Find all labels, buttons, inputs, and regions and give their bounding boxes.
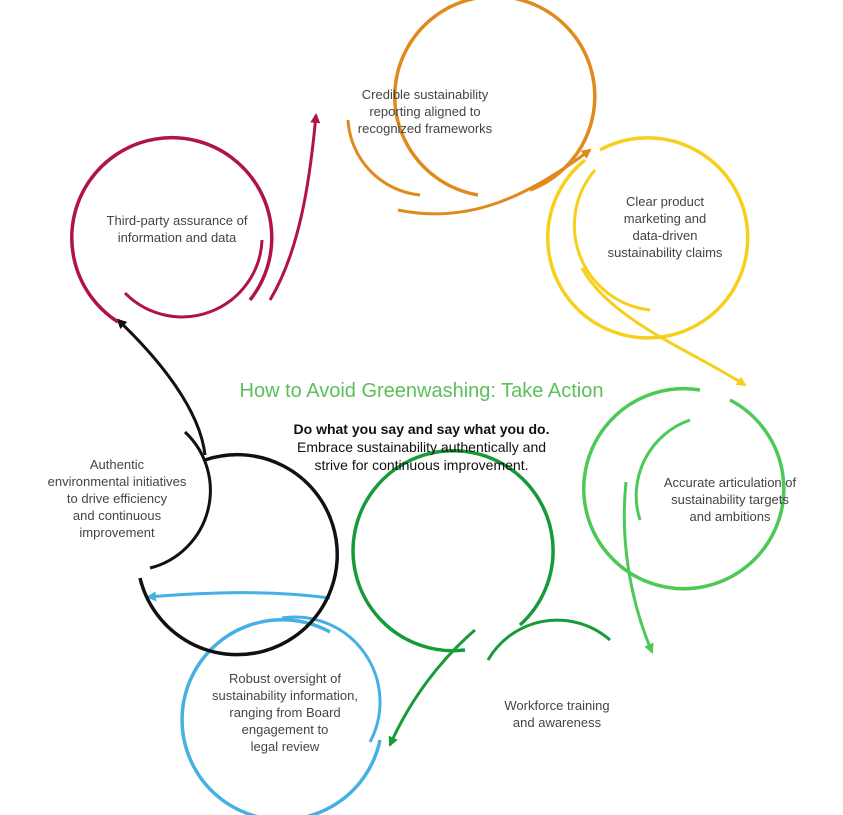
label-line: sustainability targets xyxy=(671,492,789,507)
marketing-inner-arc xyxy=(572,169,651,312)
label-line: to drive efficiency xyxy=(66,491,168,506)
label-line: Accurate articulation of xyxy=(663,475,797,490)
label-line: legal review xyxy=(250,739,320,754)
assurance-inner-arc xyxy=(123,239,264,319)
label-line: sustainability information, xyxy=(212,688,358,703)
marketing-circle xyxy=(546,136,750,340)
workforce-arrow xyxy=(388,628,476,747)
label-oversight: Robust oversight of sustainability infor… xyxy=(185,670,385,755)
label-line: Third-party assurance of xyxy=(106,213,248,228)
label-targets: Accurate articulation of sustainability … xyxy=(640,474,820,525)
oversight-arrow xyxy=(146,591,331,602)
node-oversight xyxy=(146,591,382,815)
node-targets xyxy=(582,386,786,654)
marketing-arrow xyxy=(580,267,747,387)
node-reporting xyxy=(346,0,597,216)
body-line: strive for continuous improvement. xyxy=(314,457,529,473)
node-initiatives xyxy=(116,318,339,657)
assurance-arrow xyxy=(268,113,321,301)
diagram-title: How to Avoid Greenwashing: Take Action xyxy=(239,380,604,402)
label-line: Robust oversight of xyxy=(228,671,341,686)
label-line: and ambitions xyxy=(689,509,771,524)
reporting-inner-arc xyxy=(346,119,421,197)
body-line: Embrace sustainability authentically and xyxy=(296,439,547,455)
initiatives-circle xyxy=(138,452,339,657)
label-workforce: Workforce training and awareness xyxy=(472,697,642,731)
label-line: ranging from Board xyxy=(229,705,341,720)
label-line: data-driven xyxy=(632,228,698,243)
tagline: Do what you say and say what you do. xyxy=(293,421,550,437)
label-line: Authentic xyxy=(89,457,145,472)
label-line: improvement xyxy=(79,525,155,540)
workforce-circle xyxy=(351,448,555,653)
oversight-inner-arc xyxy=(281,615,382,743)
label-line: Workforce training xyxy=(504,698,610,713)
targets-arrow xyxy=(622,481,654,654)
reporting-arrow xyxy=(397,148,592,216)
oversight-circle xyxy=(180,618,382,815)
label-line: marketing and xyxy=(623,211,707,226)
label-line: sustainability claims xyxy=(607,245,723,260)
targets-circle xyxy=(582,386,786,591)
workforce-inner-arc xyxy=(486,618,611,661)
initiatives-inner-arc xyxy=(149,430,212,570)
label-line: Credible sustainability xyxy=(361,87,489,102)
label-marketing: Clear product marketing and data-driven … xyxy=(580,193,750,261)
diagram-subtitle: Do what you say and say what you do. Emb… xyxy=(0,420,843,474)
initiatives-arrow xyxy=(116,318,207,456)
targets-inner-arc xyxy=(634,418,691,521)
label-line: recognized frameworks xyxy=(357,121,493,136)
label-line: and awareness xyxy=(512,715,602,730)
label-assurance: Third-party assurance of information and… xyxy=(82,212,272,246)
label-initiatives: Authentic environmental initiatives to d… xyxy=(22,456,212,541)
label-line: engagement to xyxy=(241,722,329,737)
label-line: Clear product xyxy=(625,194,705,209)
label-reporting: Credible sustainability reporting aligne… xyxy=(330,86,520,137)
label-line: environmental initiatives xyxy=(47,474,187,489)
reporting-circle xyxy=(393,0,597,197)
label-line: reporting aligned to xyxy=(369,104,481,119)
label-line: and continuous xyxy=(72,508,162,523)
label-line: information and data xyxy=(117,230,237,245)
node-assurance xyxy=(70,113,321,324)
node-workforce xyxy=(351,448,611,747)
assurance-circle xyxy=(70,135,274,324)
node-marketing xyxy=(546,136,750,387)
